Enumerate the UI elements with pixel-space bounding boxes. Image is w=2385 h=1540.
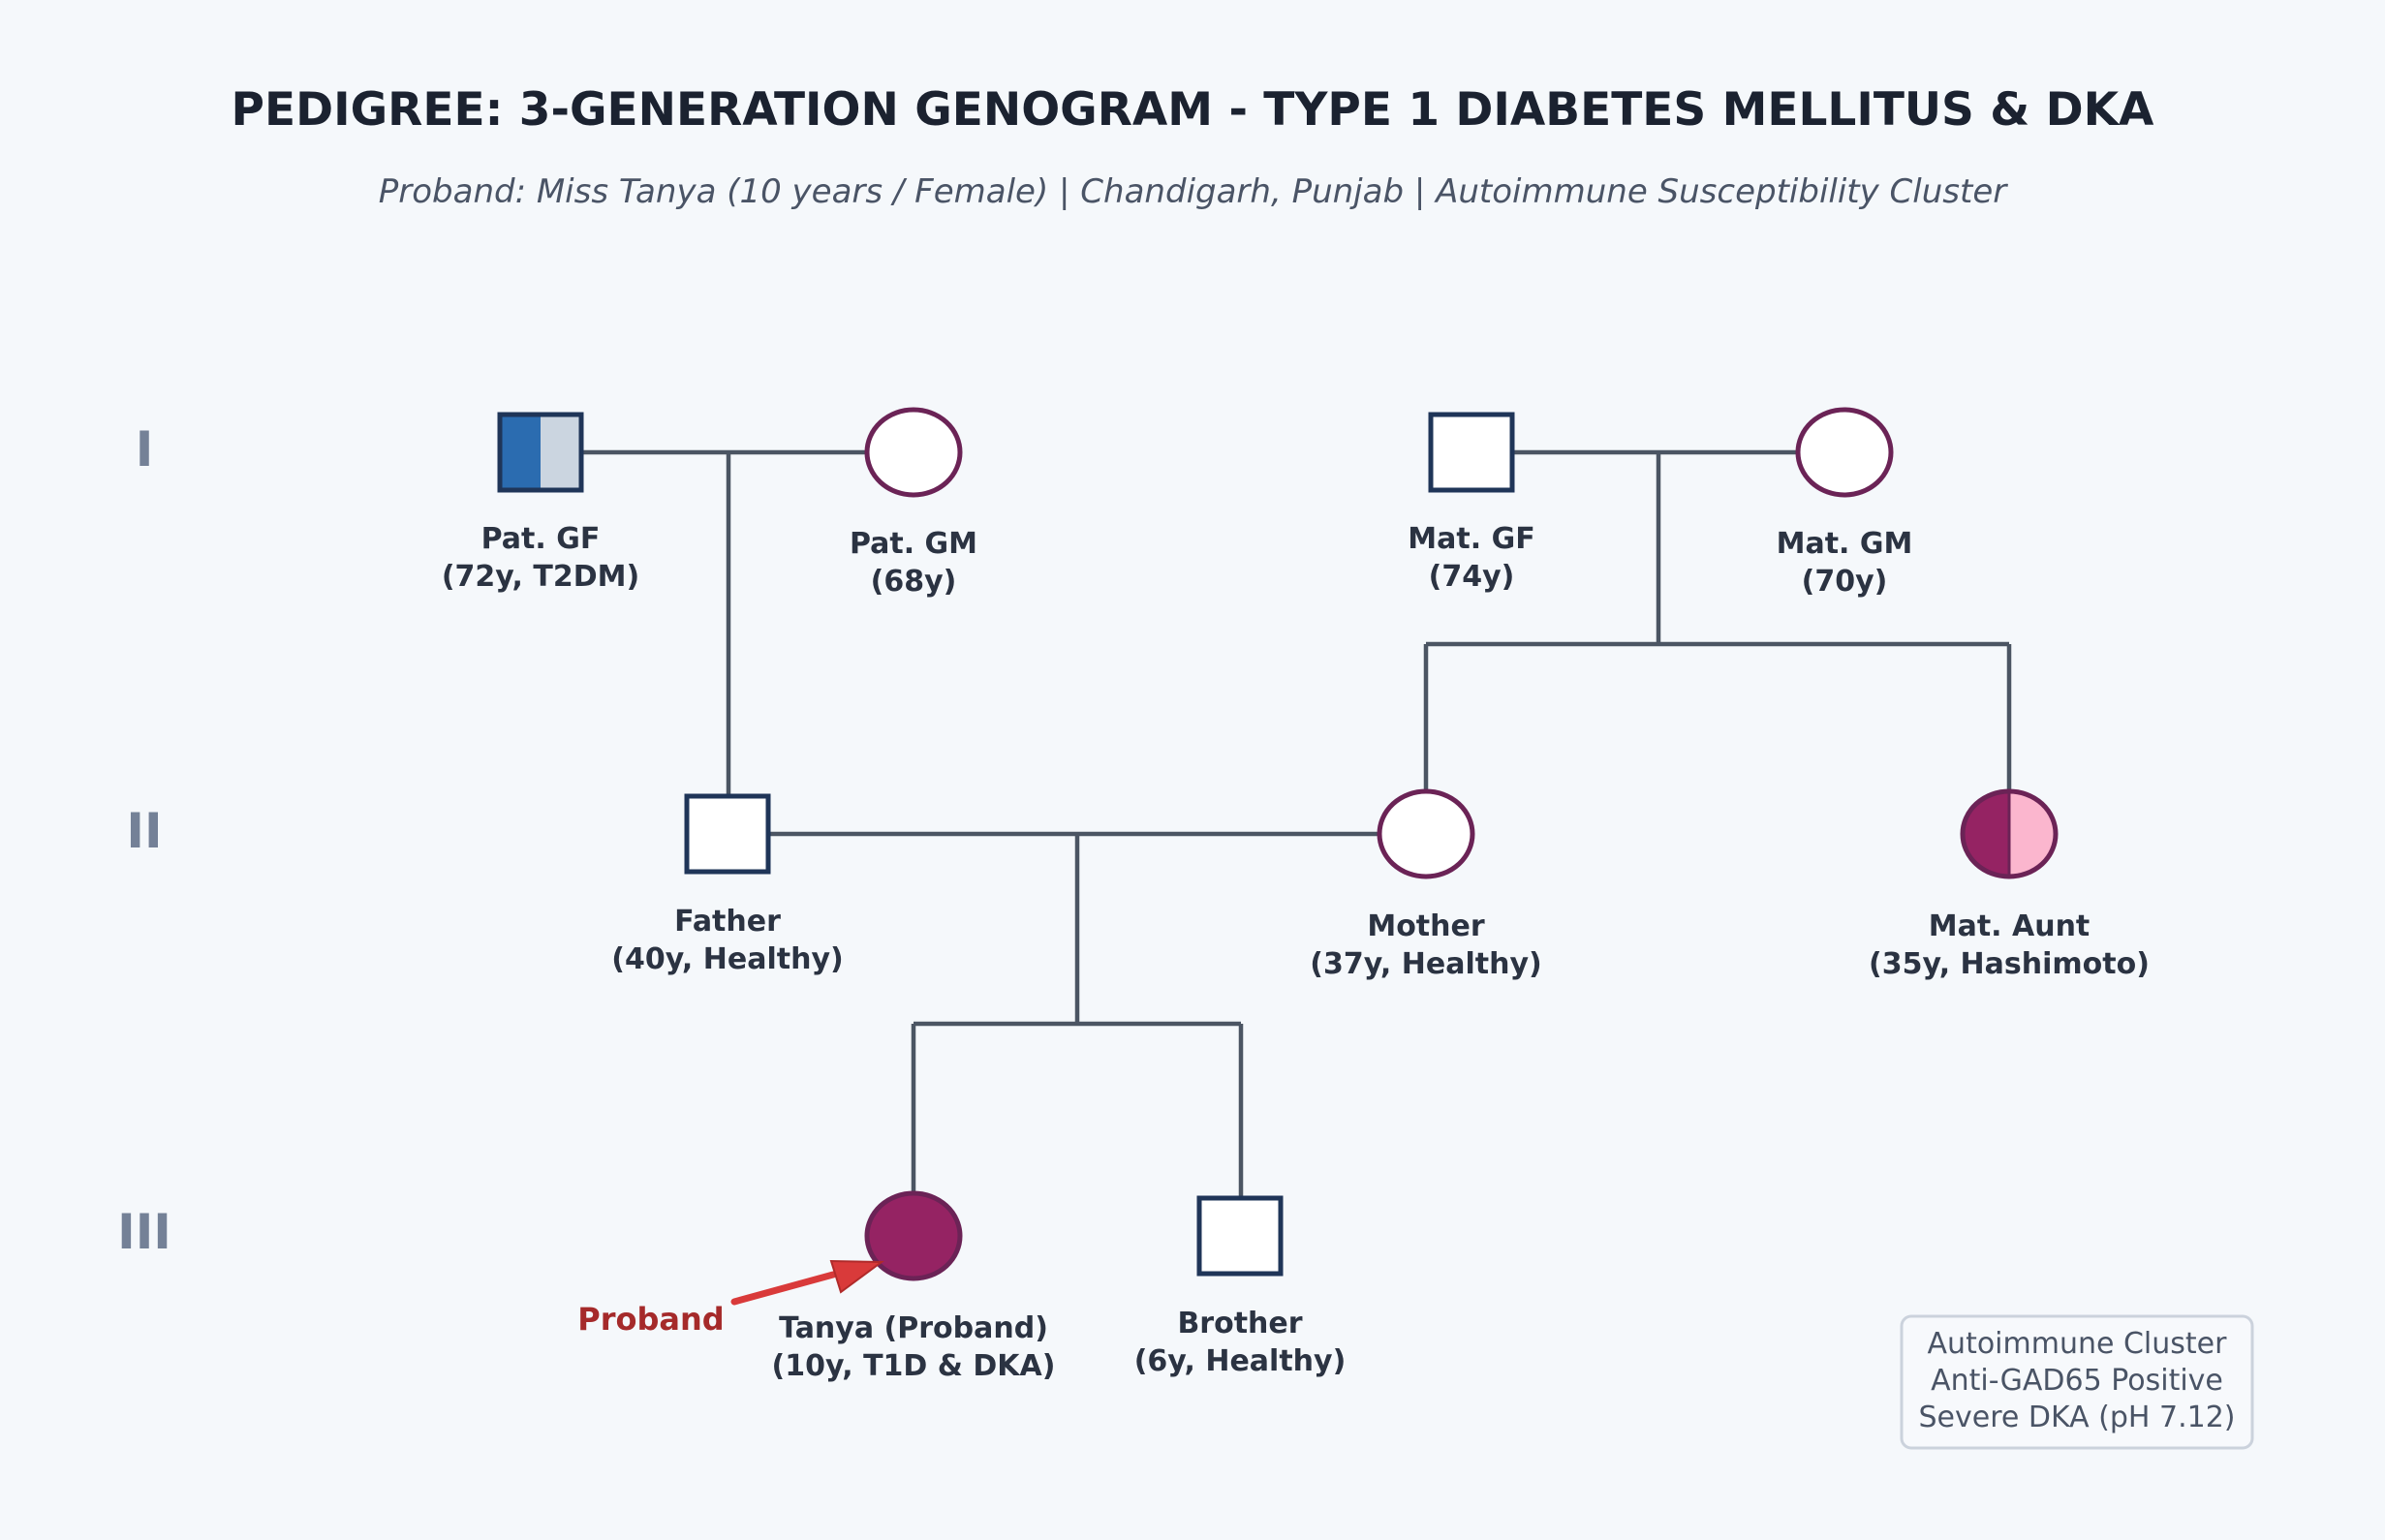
father-symbol <box>684 793 771 875</box>
proband-arrow <box>730 1259 884 1306</box>
pat-gf-label: Pat. GF (72y, T2DM) <box>442 522 639 594</box>
mat-gm-symbol <box>1795 407 1894 498</box>
tanya-details: (10y, T1D & DKA) <box>772 1349 1056 1383</box>
brother-symbol <box>1196 1195 1284 1277</box>
autoimmune-note-box: Autoimmune Cluster Anti-GAD65 Positive S… <box>1900 1314 2254 1450</box>
mother-label: Mother (37y, Healthy) <box>1310 909 1541 981</box>
diagram-subtitle: Proband: Miss Tanya (10 years / Female) … <box>379 172 2008 211</box>
mat-aunt-label: Mat. Aunt (35y, Hashimoto) <box>1869 909 2150 981</box>
pat-gm-symbol <box>864 407 963 498</box>
mother-name: Mother <box>1367 909 1485 943</box>
tanya-name: Tanya (Proband) <box>779 1311 1048 1345</box>
brother-name: Brother <box>1177 1307 1302 1340</box>
relationship-lines <box>581 449 2012 1197</box>
mat-gf-name: Mat. GF <box>1408 522 1534 556</box>
mat-aunt-details: (35y, Hashimoto) <box>1869 947 2150 981</box>
note-line-3: Severe DKA (pH 7.12) <box>1918 1401 2235 1434</box>
proband-marker-label: Proband <box>577 1301 724 1338</box>
mat-aunt-name: Mat. Aunt <box>1929 909 2091 943</box>
mat-gm-name: Mat. GM <box>1777 527 1913 561</box>
pat-gf-details: (72y, T2DM) <box>442 560 639 594</box>
mat-aunt-symbol <box>1960 788 2059 879</box>
mat-gf-symbol <box>1428 412 1515 493</box>
pat-gm-label: Pat. GM (68y) <box>850 527 977 599</box>
pat-gf-symbol <box>497 412 584 493</box>
generation-label-iii: III <box>117 1204 171 1260</box>
generation-label-i: I <box>136 421 154 477</box>
note-line-1: Autoimmune Cluster <box>1928 1327 2228 1361</box>
father-details: (40y, Healthy) <box>611 942 843 976</box>
note-line-2: Anti-GAD65 Positive <box>1931 1364 2223 1398</box>
tanya-symbol <box>864 1190 963 1281</box>
mother-details: (37y, Healthy) <box>1310 947 1541 981</box>
mother-symbol <box>1377 788 1475 879</box>
generation-label-ii: II <box>126 803 162 859</box>
father-name: Father <box>674 905 781 939</box>
tanya-label: Tanya (Proband) (10y, T1D & DKA) <box>772 1311 1056 1383</box>
pat-gf-name: Pat. GF <box>481 522 601 556</box>
mat-gf-details: (74y) <box>1429 560 1515 594</box>
father-label: Father (40y, Healthy) <box>611 905 843 976</box>
pat-gm-name: Pat. GM <box>850 527 977 561</box>
diagram-title: PEDIGREE: 3-GENERATION GENOGRAM - TYPE 1… <box>232 83 2155 137</box>
brother-label: Brother (6y, Healthy) <box>1134 1307 1347 1378</box>
brother-details: (6y, Healthy) <box>1134 1344 1347 1378</box>
pat-gm-details: (68y) <box>871 565 957 599</box>
mat-gm-label: Mat. GM (70y) <box>1777 527 1913 599</box>
mat-gf-label: Mat. GF (74y) <box>1408 522 1534 594</box>
mat-gm-details: (70y) <box>1802 565 1888 599</box>
